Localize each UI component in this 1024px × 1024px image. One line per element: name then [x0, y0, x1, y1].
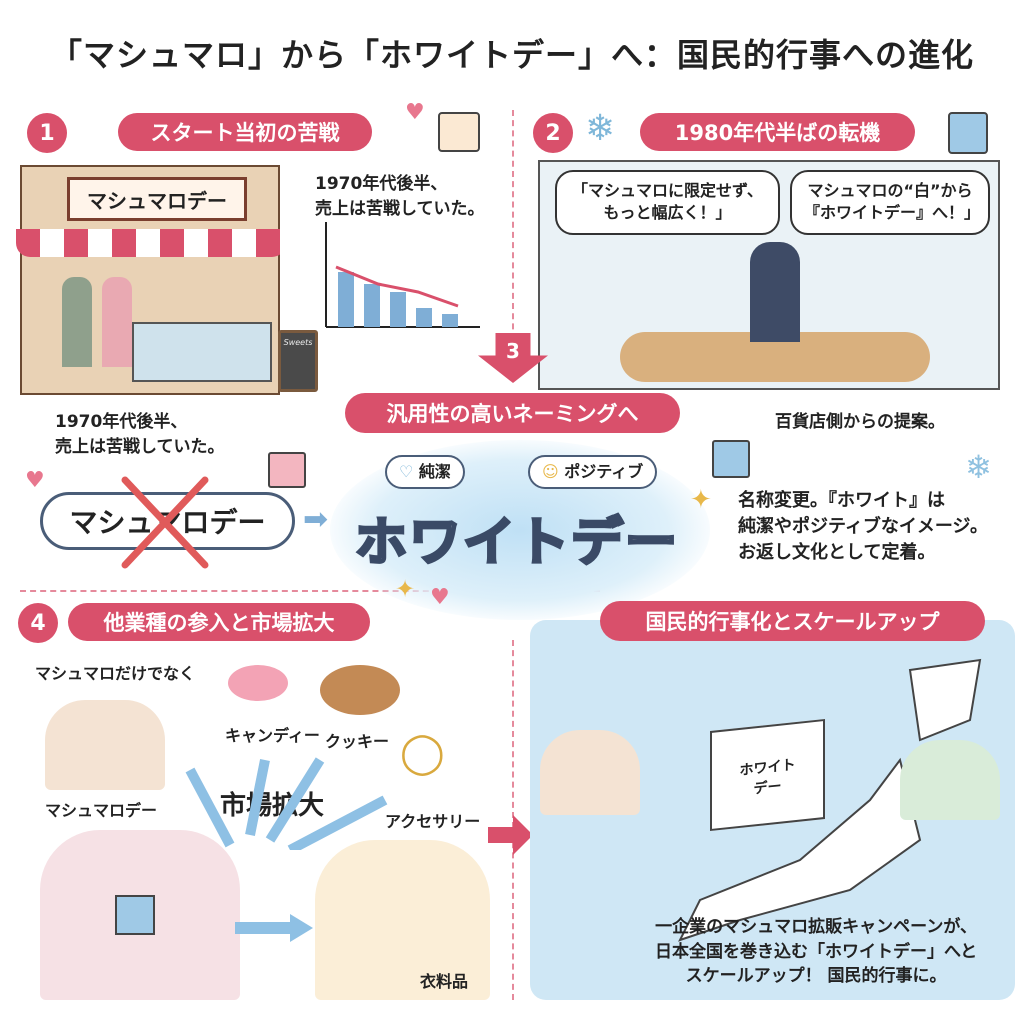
step-4-title: 他業種の参入と市場拡大 [68, 603, 370, 641]
page-title: 「マシュマロ」から「ホワイトデー」へ：国民的行事への進化 [49, 36, 974, 74]
speech-bubble: マシュマロの“白”から 『ホワイトデー』へ！」 [790, 170, 990, 235]
item-cookie: クッキー [325, 732, 390, 751]
awning [16, 229, 286, 257]
clothing-illustration [315, 840, 490, 1000]
expansion-arrows [185, 757, 388, 850]
gift-icon [115, 895, 155, 935]
step-1-caption: 1970年代後半、 売上は苦戦していた。 [55, 412, 225, 457]
white-day-gift-box: ホワイト デー [710, 718, 825, 832]
heart-icon: ♥ [430, 585, 450, 610]
step-1-title: スタート当初の苦戦 [118, 113, 372, 151]
couple-illustration [900, 740, 1000, 820]
item-clothing: 衣料品 [420, 972, 469, 991]
step-3-caption: 名称変更。『ホワイト』は 純潔やポジティブなイメージ。 お返し文化として定着。 [738, 490, 989, 564]
cross-mark-icon [121, 476, 209, 569]
japan-map [678, 658, 982, 942]
staff [62, 277, 92, 367]
gift-icon [268, 452, 306, 488]
item-candy: キャンディー [225, 726, 320, 745]
heart-icon: ♥ [405, 100, 425, 125]
step-3-title: 汎用性の高いネーミングへ [345, 393, 680, 433]
note-not-only-marshmallow: マシュマロだけでなく [35, 664, 196, 683]
arrow-right-icon [488, 815, 533, 855]
sparkle-icon: ✦ [690, 485, 712, 515]
step-1-badge: 1 [27, 113, 67, 153]
gift-icon [712, 440, 750, 478]
gift-icon [948, 112, 988, 154]
arrow-right-icon: ➡ [303, 502, 329, 537]
market-expansion-label: 市場拡大 [220, 791, 325, 821]
candy-icon [228, 665, 288, 701]
step-5-caption: 一企業のマシュマロ拡販キャンペーンが、 日本全国を巻き込む「ホワイトデー」へと … [655, 917, 978, 987]
display-case [132, 322, 272, 382]
chart-note: 1970年代後半、 売上は苦戦していた。 [315, 174, 485, 219]
sales-decline-chart [325, 222, 480, 328]
step-2-title: 1980年代半ばの転機 [640, 113, 915, 151]
step-4-badge: 4 [18, 603, 58, 643]
couple-illustration [45, 700, 165, 790]
snowflake-icon: ❄ [965, 448, 992, 486]
arrow-right-icon [235, 914, 313, 942]
step-2-caption: 百貨店側からの提案。 [775, 412, 945, 432]
tag-pure: ♡ 純潔 [385, 455, 465, 490]
chalkboard-sign: Sweets [278, 330, 318, 392]
sparkle-icon: ✦ [395, 575, 416, 603]
heart-icon: ♥ [25, 468, 45, 493]
origin-label: マシュマロデー [45, 801, 158, 820]
presenter [750, 242, 800, 342]
chalkboard-text: Sweets [283, 338, 313, 347]
shop-sign: マシュマロデー [67, 177, 247, 221]
divider [512, 110, 514, 370]
tag-positive: ☺ ポジティブ [528, 455, 658, 490]
ring-icon: ◯ [400, 730, 445, 776]
scale-up-panel: ホワイト デー [530, 620, 1015, 1000]
staff [102, 277, 132, 367]
step-5-title: 国民的行事化とスケールアップ [600, 601, 985, 641]
couple-illustration [540, 730, 640, 815]
cookie-icon [320, 665, 400, 715]
shop-illustration: マシュマロデー [16, 165, 286, 395]
item-accessory: アクセサリー [385, 812, 481, 831]
snowflake-icon: ❄ [585, 108, 616, 149]
speech-bubble: 「マシュマロに限定せず、 もっと幅広く！」 [555, 170, 780, 235]
divider [20, 590, 600, 592]
step-2-badge: 2 [533, 113, 573, 153]
gift-icon [438, 112, 480, 152]
new-name: ホワイトデー [353, 512, 680, 575]
